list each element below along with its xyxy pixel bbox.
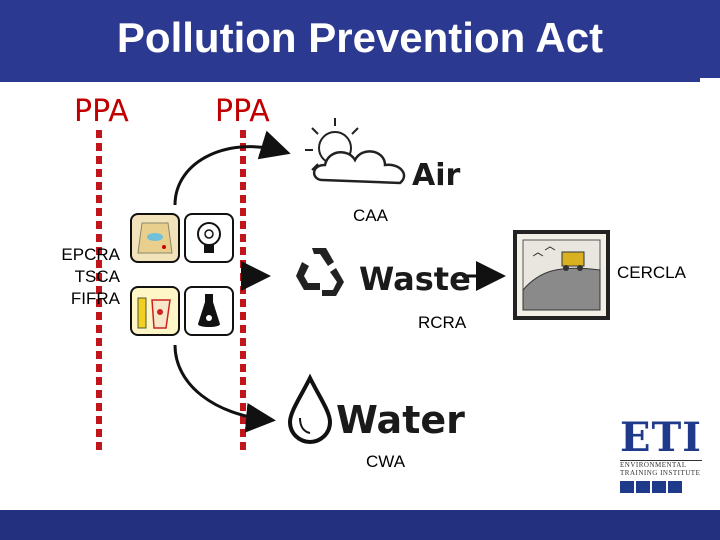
waste-label: Waste — [359, 260, 471, 298]
eti-icon-3 — [652, 481, 666, 493]
caa-label: CAA — [353, 206, 388, 225]
recycle-icon — [296, 248, 344, 296]
sun-cloud-icon — [305, 118, 406, 185]
cercla-label: CERCLA — [617, 263, 686, 282]
footer-bar — [0, 510, 720, 540]
title-underline — [0, 78, 700, 82]
cwa-label: CWA — [366, 452, 406, 471]
tsca-label: TSCA — [74, 267, 120, 286]
ppa-boundary-left — [96, 130, 102, 450]
chemical-flask-icon — [184, 286, 234, 336]
rcra-label: RCRA — [418, 313, 467, 332]
eti-logo-line2: TRAINING INSTITUTE — [620, 469, 701, 477]
title-bar — [0, 0, 720, 78]
water-drop-icon — [287, 373, 333, 445]
arrow-to-water — [173, 344, 276, 433]
air-label: Air — [412, 158, 461, 193]
fifra-label: FIFRA — [70, 289, 120, 308]
eti-logo-letters: ETI — [620, 414, 702, 461]
eti-icon-2 — [636, 481, 650, 493]
eti-logo-line1: ENVIRONMENTAL — [620, 461, 687, 469]
ppa-label-left: PPA — [74, 94, 129, 129]
eti-icon-1 — [620, 481, 634, 493]
eti-icon-4 — [668, 481, 682, 493]
water-label: Water — [336, 398, 465, 442]
arrow-to-air — [173, 130, 291, 206]
ppa-label-right: PPA — [215, 94, 270, 129]
hazard-box-icon — [130, 213, 180, 263]
landfill-picture-icon — [513, 230, 610, 320]
eti-logo: ETI ENVIRONMENTAL TRAINING INSTITUTE — [620, 418, 702, 498]
pesticide-spray-icon — [130, 286, 180, 336]
epcra-label: EPCRA — [61, 245, 120, 264]
page-title: Pollution Prevention Act — [116, 14, 604, 61]
lightbulb-icon — [184, 213, 234, 263]
eti-logo-icons — [620, 481, 702, 493]
